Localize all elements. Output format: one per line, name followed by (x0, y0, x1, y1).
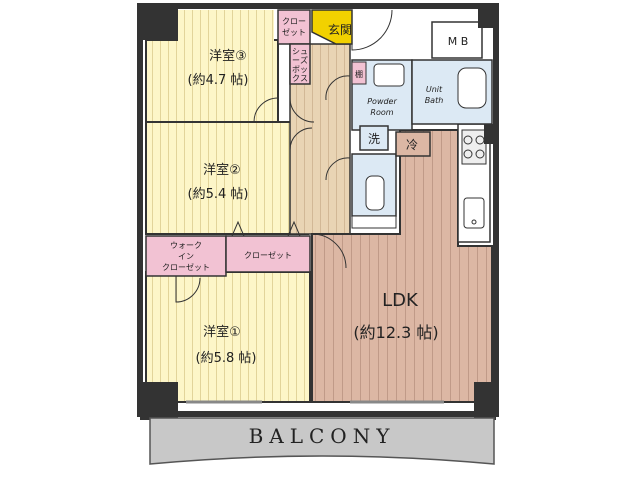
powder-room-label-line2: Room (370, 108, 393, 117)
shoe-box-char-2: ュ (300, 47, 308, 56)
bedroom-3-size: (約4.7 帖) (188, 73, 249, 88)
bedroom-2-floor (145, 121, 309, 235)
kitchen-sink-icon (463, 197, 485, 229)
stove-icon (461, 129, 487, 165)
balcony-label: BALCONY (249, 424, 396, 448)
bedroom-1-name: 洋室① (203, 324, 241, 340)
walk-in-closet-line1: ウォーク (170, 241, 202, 250)
bedroom-2-size: (約5.4 帖) (188, 187, 249, 202)
mb-box (431, 21, 483, 59)
shoe-box-char-4: ズ (300, 55, 308, 65)
shelf-label: 棚 (355, 69, 363, 79)
small-closet-box (277, 9, 311, 45)
washer-label: 洗 (368, 132, 380, 146)
walk-in-closet-box (145, 235, 227, 277)
closet-box (225, 235, 311, 273)
ldk-size: (約12.3 帖) (353, 323, 438, 342)
bathtub-icon (457, 67, 487, 109)
bedroom-1-size: (約5.8 帖) (196, 351, 257, 366)
entrance-label: 玄関 (328, 22, 352, 37)
toilet-cabinet (351, 215, 397, 229)
shoe-box-char-3: ー (292, 56, 300, 65)
powder-room-label-line1: Powder (367, 97, 397, 106)
bedroom-2-name: 洋室② (203, 162, 241, 178)
shoe-box-char-7: ク (292, 74, 300, 83)
washer-box (359, 125, 389, 151)
unit-bath-label-line2: Bath (425, 96, 444, 105)
outer-wall (137, 3, 499, 417)
small-closet-label-line2: ゼット (282, 27, 306, 37)
shoe-box-char-1: シ (292, 47, 300, 56)
column-bottom-right (474, 382, 496, 420)
bedroom-1-floor (145, 271, 311, 403)
fridge-label: 冷 (406, 138, 418, 152)
small-closet-label-line1: クロー (282, 17, 306, 26)
shelf-box (351, 61, 367, 85)
bedroom-3-name: 洋室③ (209, 48, 247, 64)
column-bottom-left (140, 382, 178, 420)
shoe-box-char-6: ッ (300, 65, 308, 74)
column-mid-right (484, 124, 496, 144)
walk-in-closet-line2: イン (178, 252, 194, 261)
shoe-box-char-8: ス (300, 74, 308, 83)
entrance-floor (311, 9, 353, 45)
mb-label: M B (448, 35, 469, 48)
washbasin-icon (373, 63, 405, 87)
shoe-box-char-5: ボ (292, 65, 300, 74)
shoe-box-closet (289, 43, 311, 85)
toilet-icon (365, 175, 385, 211)
bedroom-3-alcove (178, 10, 274, 42)
unit-bath-label-line1: Unit (426, 85, 443, 94)
ldk-name: LDK (382, 290, 419, 311)
fridge-box (395, 131, 431, 157)
walk-in-closet-line3: クローゼット (162, 262, 210, 272)
column-top-left (140, 6, 178, 40)
closet-label: クローゼット (244, 250, 292, 260)
balcony-floor (149, 417, 495, 465)
column-top-right (478, 6, 496, 28)
